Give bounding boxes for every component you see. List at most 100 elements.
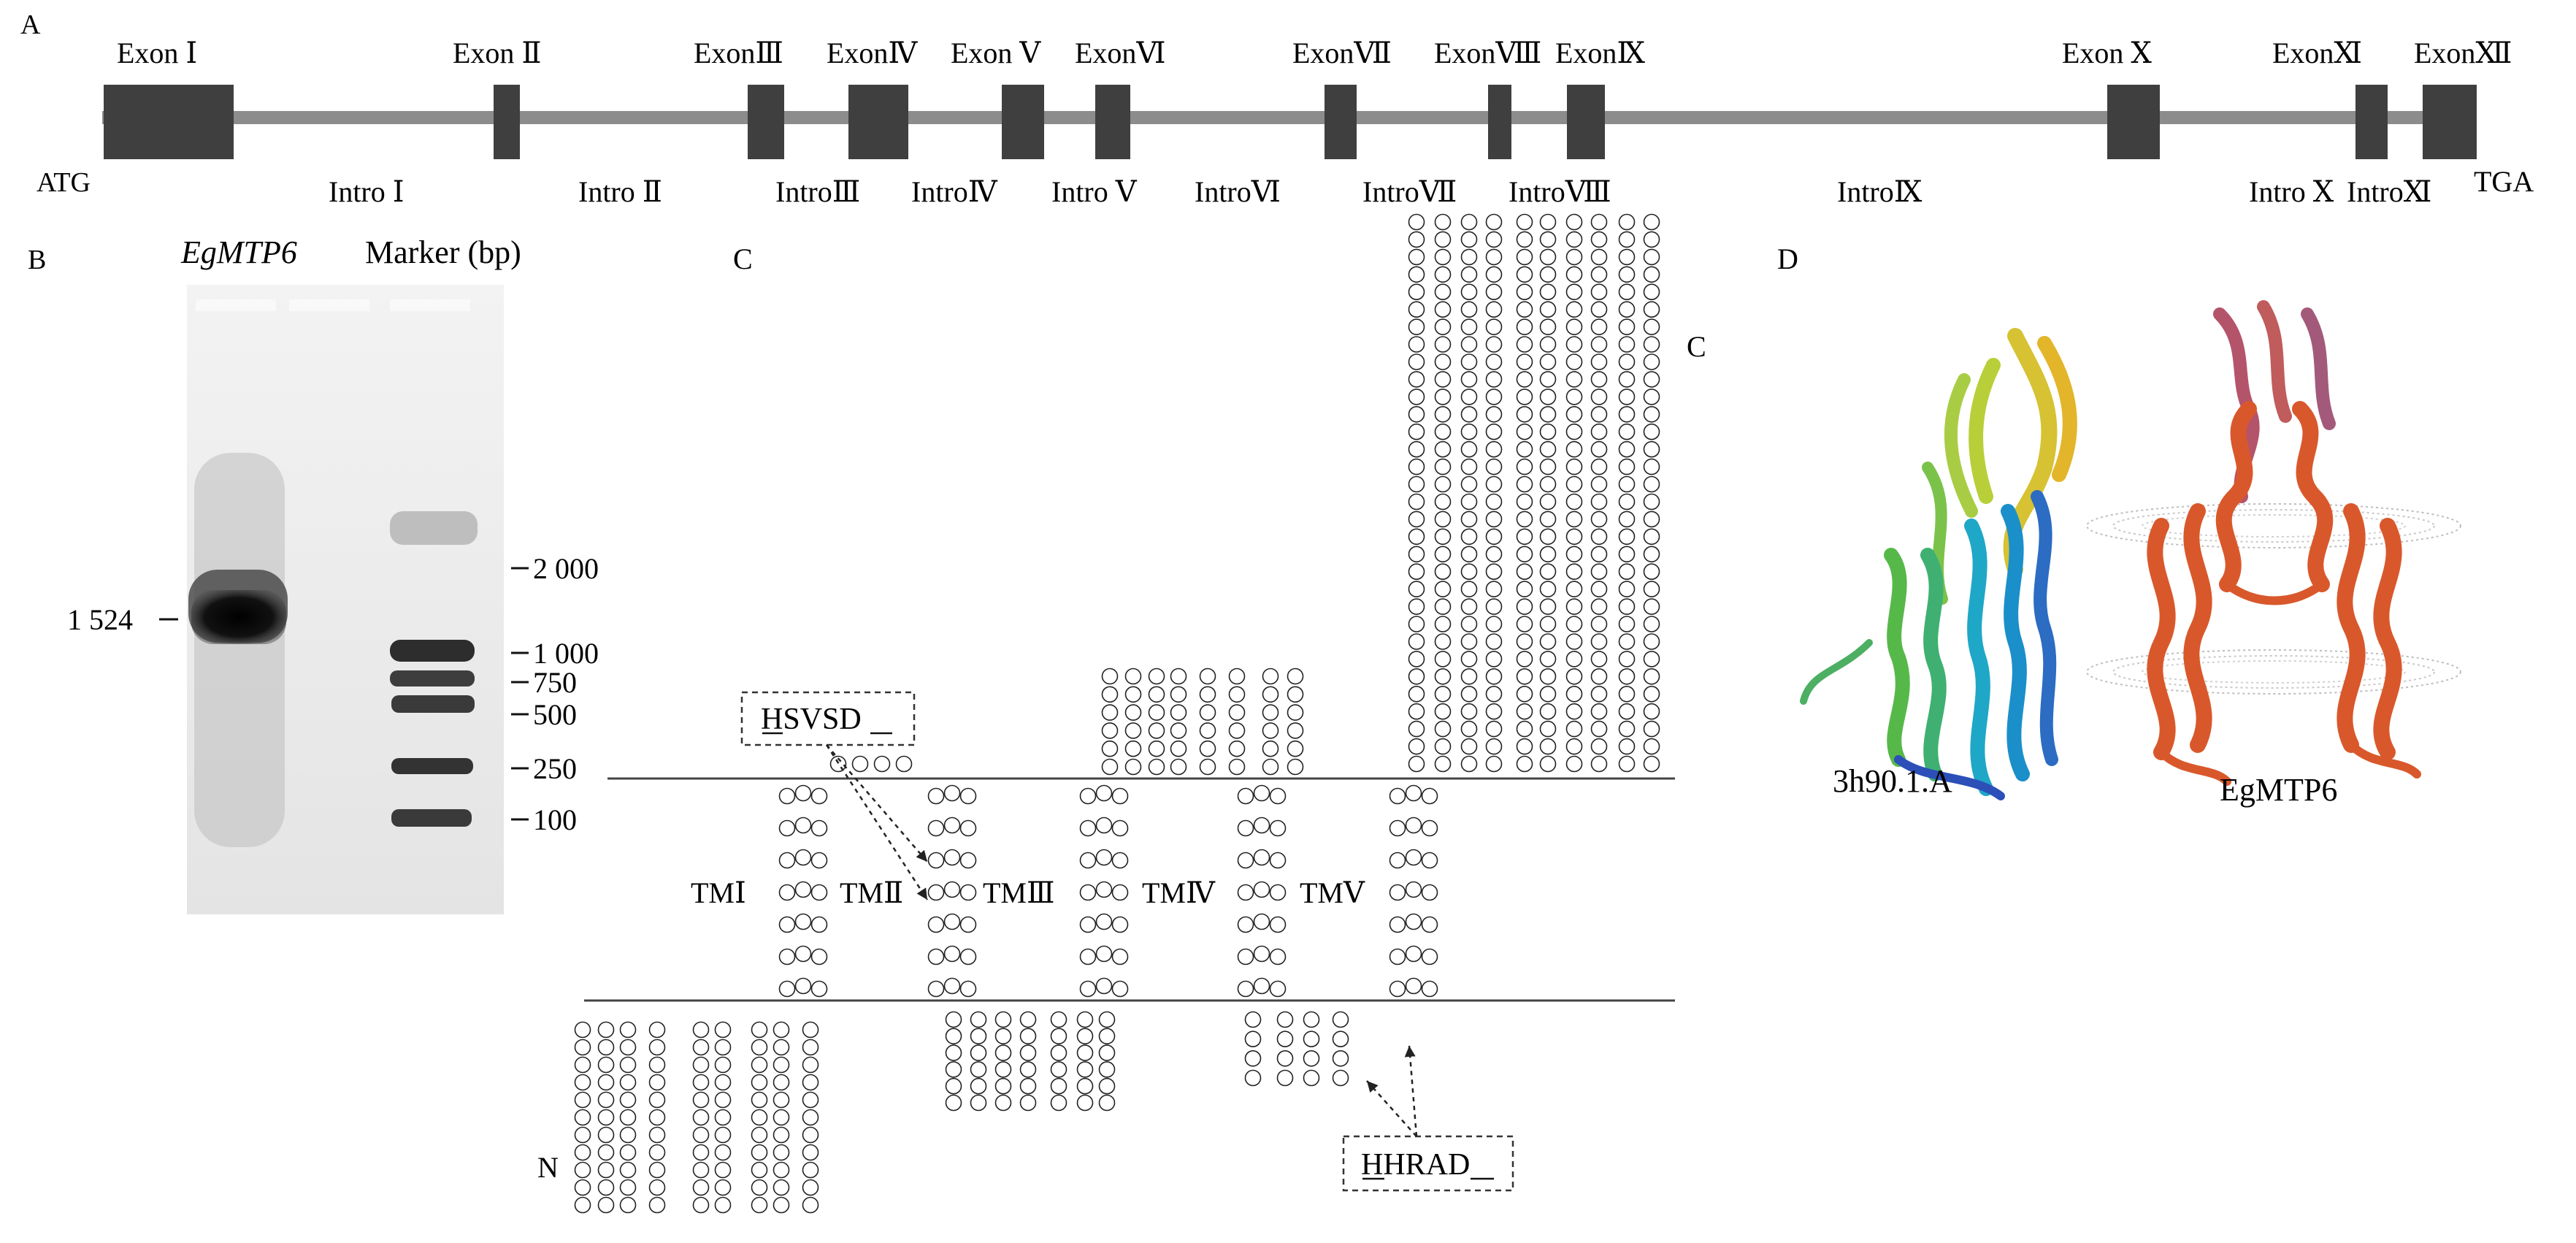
residue-bead [1269,980,1287,998]
residue-bead [959,948,977,965]
residue-bead [1516,493,1533,510]
residue-bead [1050,1077,1067,1095]
gel-lane-marker-label: Marker (bp) [365,234,521,270]
residue-bead [1485,231,1503,248]
residue-bead [943,849,961,866]
exon-block-12 [2423,85,2477,159]
residue-bead [1460,371,1478,388]
residue-bead [1516,336,1533,353]
residue-bead [943,977,961,995]
residue-bead [597,1161,615,1179]
residue-bead [1079,852,1097,869]
residue-bead [970,1094,987,1112]
residue-bead [1408,598,1425,615]
residue-bead [1539,633,1557,650]
residue-bead [574,1039,591,1056]
marker-size-label: 2 000 [533,552,599,585]
residue-bead [1485,371,1503,388]
residue-bead [794,784,812,802]
residue-bead [1434,353,1452,370]
exon-block-3 [748,85,784,159]
residue-bead [1485,301,1503,318]
residue-bead [1485,475,1503,493]
residue-bead [1253,977,1270,995]
residue-bead [1516,510,1533,528]
residue-bead [1516,266,1533,283]
residue-bead [1618,720,1636,738]
residue-bead [927,916,945,933]
residue-bead [1269,916,1287,933]
residue-bead [1262,722,1279,739]
residue-bead [1516,475,1533,493]
residue-bead [692,1074,710,1091]
residue-bead [1565,633,1583,650]
template-structure-ribbon [1800,328,2077,800]
residue-bead [794,977,812,995]
residue-bead [994,1077,1012,1095]
membrane-discs [2086,503,2461,695]
residue-bead [970,1061,987,1078]
residue-bead [1565,720,1583,738]
residue-bead [1262,668,1279,685]
residue-bead [1485,423,1503,440]
residue-bead [714,1039,732,1056]
residue-bead [802,1126,819,1144]
n-terminus-label: N [537,1151,559,1184]
residue-bead [1516,248,1533,266]
residue-bead [1565,755,1583,773]
residue-bead [1408,510,1425,528]
residue-bead [1485,458,1503,475]
residue-bead [1434,283,1452,301]
residue-bead [1244,1030,1262,1047]
residue-bead [773,1109,790,1126]
residue-bead [1516,563,1533,581]
residue-bead [1199,686,1216,703]
residue-bead [1408,353,1425,370]
residue-bead [1303,1069,1320,1087]
residue-bead [597,1021,615,1039]
residue-bead [1434,546,1452,563]
panel-label-b: B [28,245,46,275]
residue-bead [1434,563,1452,581]
gel-lane-gene-label: EgMTP6 [180,234,297,270]
residue-bead [1228,668,1246,685]
residue-bead [1618,301,1636,318]
residue-bead [1098,1011,1116,1028]
motif-box-hhrad [1342,1135,1514,1192]
residue-bead [1460,668,1478,685]
residue-bead [1590,633,1608,650]
residue-bead [1539,598,1557,615]
residue-bead [1590,755,1608,773]
residue-bead [1565,283,1583,301]
residue-bead [1276,1011,1294,1028]
residue-bead [802,1074,819,1091]
residue-bead [1019,1094,1037,1112]
residue-bead [1244,1050,1262,1067]
residue-bead [751,1109,768,1126]
residue-bead [714,1109,732,1126]
residue-bead [1199,668,1216,685]
residue-bead [959,787,977,805]
residue-bead [1565,423,1583,440]
residue-bead [1019,1011,1037,1028]
exon-block-9 [1567,85,1605,159]
residue-bead [1590,738,1608,755]
residue-bead [1408,668,1425,685]
residue-bead [1618,703,1636,720]
residue-bead [945,1044,962,1061]
residue-bead [1434,231,1452,248]
residue-bead [1643,266,1660,283]
residue-bead [802,1091,819,1109]
residue-bead [1460,283,1478,301]
exon-label-8: ExonⅧ [1434,37,1541,69]
gel-well [289,299,369,311]
residue-bead [1485,336,1503,353]
residue-bead [1253,945,1270,963]
residue-bead [1485,738,1503,755]
residue-bead [1237,948,1254,965]
residue-bead [1111,852,1129,869]
residue-bead [1460,755,1478,773]
residue-bead [1408,389,1425,405]
residue-bead [1516,440,1533,458]
